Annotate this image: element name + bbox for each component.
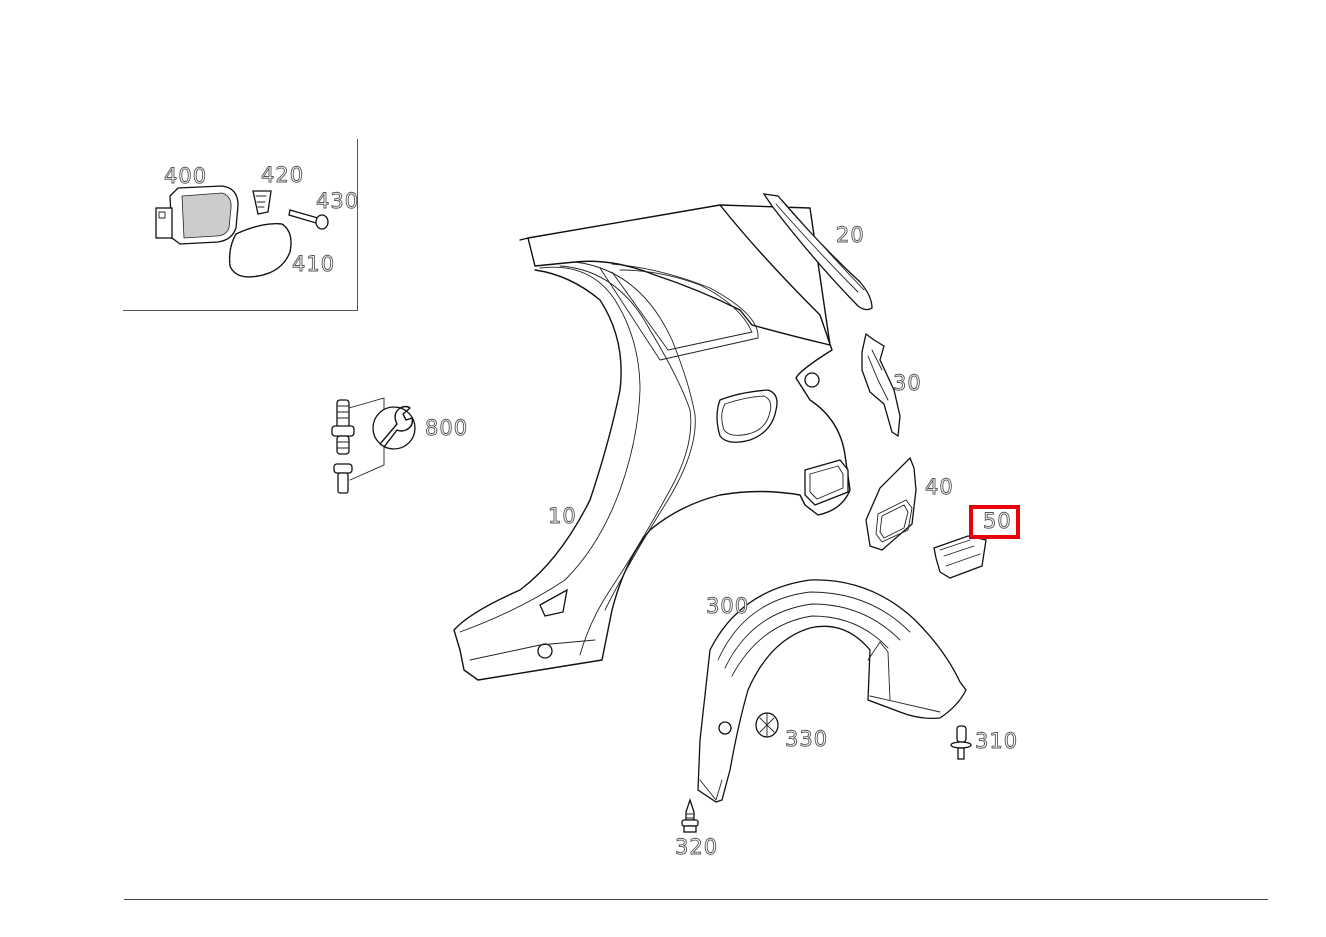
push-clip-part[interactable] [950,725,972,760]
callout-410[interactable]: 410 [292,252,336,276]
fuel-flap-pin-part[interactable] [288,209,329,230]
screw-part[interactable] [681,797,699,833]
footer-divider [124,899,1268,900]
wrench-icon [372,405,416,450]
inset-frame [123,139,358,311]
callout-420[interactable]: 420 [261,163,305,187]
fuel-flap-clip-part[interactable] [252,190,272,215]
quarter-panel-part[interactable] [453,204,851,681]
grommet-part[interactable] [755,712,779,738]
callout-330[interactable]: 330 [785,727,829,751]
fuel-flap-housing-part[interactable] [155,185,239,245]
callout-800[interactable]: 800 [425,416,469,440]
callout-400[interactable]: 400 [164,164,208,188]
upper-reinforcement-strip-part[interactable] [762,193,873,311]
callout-20[interactable]: 20 [836,223,865,247]
stud-bolt-part[interactable] [331,397,385,494]
callout-320[interactable]: 320 [675,835,719,859]
wheel-arch-liner-part[interactable] [697,579,967,803]
callout-310[interactable]: 310 [975,729,1019,753]
bracket-part[interactable] [861,332,901,438]
callout-40[interactable]: 40 [925,475,954,499]
callout-300[interactable]: 300 [706,594,750,618]
fuel-flap-seal-part[interactable] [228,223,292,278]
callout-30[interactable]: 30 [893,371,922,395]
lamp-housing-panel-part[interactable] [865,456,917,551]
callout-10[interactable]: 10 [548,504,577,528]
callout-50-selected[interactable]: 50 [969,505,1020,539]
cover-part-50[interactable] [933,535,987,579]
callout-430[interactable]: 430 [316,189,360,213]
